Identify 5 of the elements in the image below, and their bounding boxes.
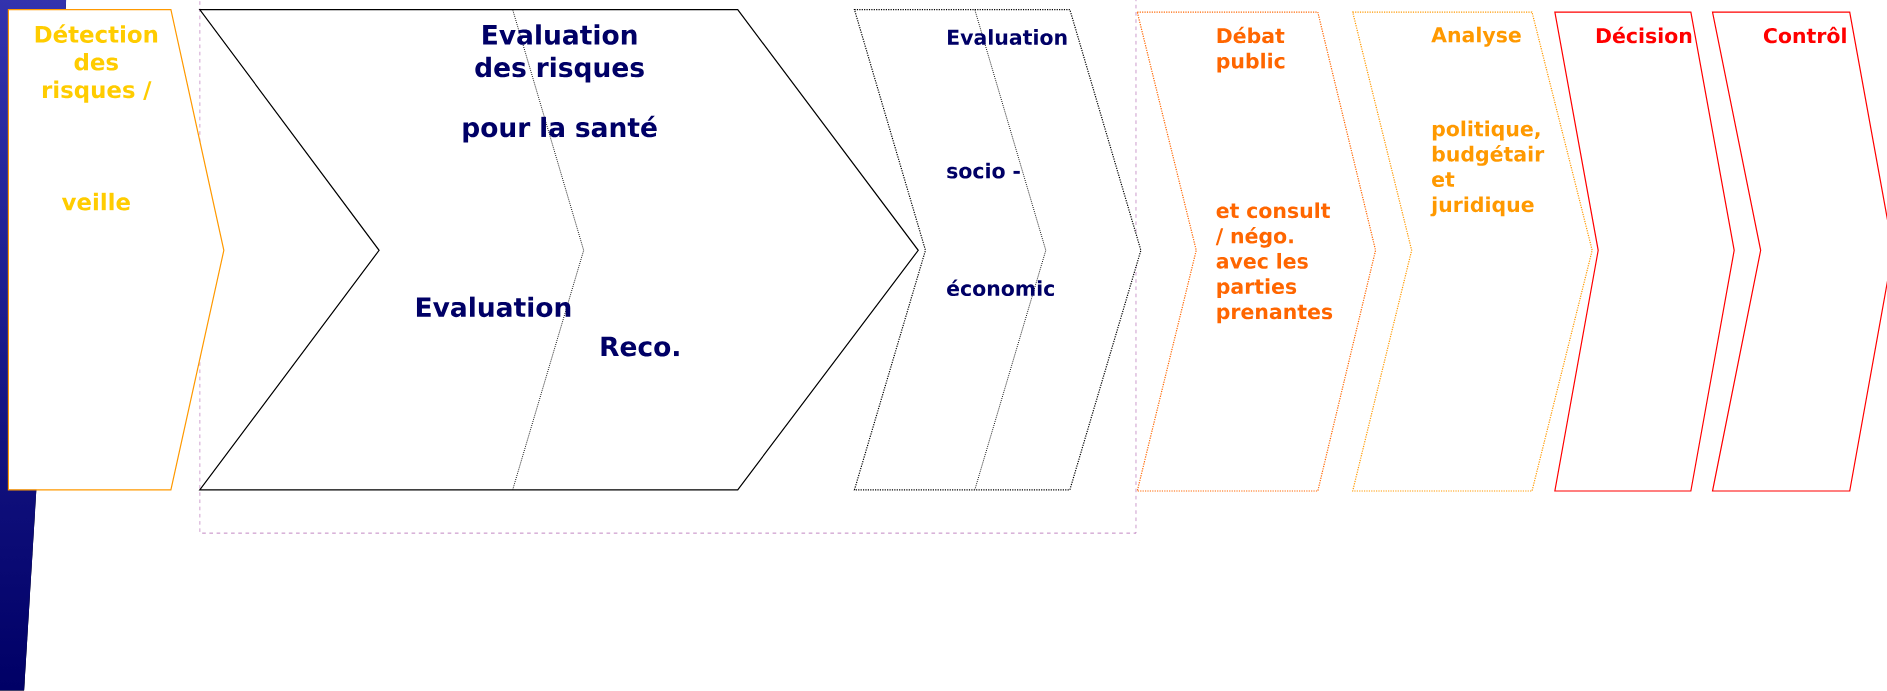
- node-label: Evaluation: [948, 29, 1067, 46]
- node-label: veille: [61, 192, 130, 211]
- node-label: Détection des risques /: [35, 24, 158, 103]
- node-label: socio -: [947, 162, 1020, 179]
- node-label: économic: [947, 279, 1054, 297]
